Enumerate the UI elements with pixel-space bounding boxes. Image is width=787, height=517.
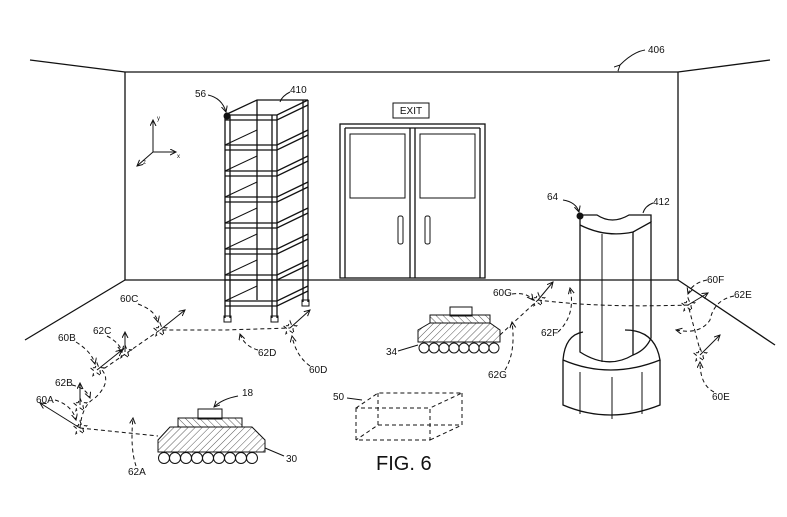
label-30: 30 — [286, 454, 298, 465]
label-412: 412 — [653, 197, 670, 208]
column-structure — [562, 212, 661, 419]
label-60F: 60F — [707, 275, 724, 286]
pose-marker — [88, 350, 122, 377]
wheel — [224, 452, 236, 464]
wheel — [158, 452, 170, 464]
label-56: 56 — [195, 89, 207, 100]
wheel — [246, 452, 258, 464]
label-50: 50 — [333, 392, 345, 403]
robot-34: 34 — [386, 306, 501, 358]
wheel — [428, 342, 440, 354]
wheel — [235, 452, 247, 464]
pose-marker — [679, 293, 708, 312]
label-60D: 60D — [309, 365, 327, 376]
wheel — [448, 342, 460, 354]
robot-18: 18 30 — [157, 388, 298, 465]
axis-z-label: z — [143, 160, 146, 166]
column-reference-point — [576, 212, 584, 220]
label-60G: 60G — [493, 288, 512, 299]
exit-door — [339, 123, 486, 279]
room — [24, 59, 776, 346]
axis-x-label: x — [177, 154, 180, 160]
rack-shelf — [224, 259, 309, 281]
wheel — [478, 342, 490, 354]
label-64: 64 — [547, 192, 559, 203]
wheel — [202, 452, 214, 464]
pose-marker — [40, 403, 89, 435]
label-62C: 62C — [93, 326, 111, 337]
pose-labels: 60A 62B 60B 62C 60C 62D 60D 62A 60G 62F … — [36, 275, 752, 478]
pose-marker — [151, 310, 185, 337]
rack-shelf — [224, 129, 309, 151]
label-34: 34 — [386, 347, 398, 358]
wheel — [438, 342, 450, 354]
label-62F: 62F — [541, 328, 558, 339]
pose-marker — [71, 383, 89, 412]
axis-y-label: y — [157, 116, 160, 122]
label-62B: 62B — [55, 378, 73, 389]
shelving-rack — [223, 99, 310, 323]
label-62G: 62G — [488, 370, 507, 381]
label-406: 406 — [648, 45, 665, 56]
wheel — [458, 342, 470, 354]
rack-reference-point — [223, 112, 231, 120]
label-60C: 60C — [120, 294, 138, 305]
wheel — [213, 452, 225, 464]
rack-shelf — [224, 285, 309, 307]
label-18: 18 — [242, 388, 254, 399]
label-60B: 60B — [58, 333, 76, 344]
rack-labels: 56 410 — [195, 85, 307, 112]
virtual-box: 50 — [333, 392, 463, 441]
label-62D: 62D — [258, 348, 276, 359]
figure-caption: FIG. 6 — [376, 453, 432, 475]
label-60A: 60A — [36, 395, 54, 406]
wheel — [418, 342, 430, 354]
rack-shelf — [224, 155, 309, 177]
robot-path — [40, 282, 720, 437]
wheel — [488, 342, 500, 354]
wheel — [191, 452, 203, 464]
label-60E: 60E — [712, 392, 730, 403]
pose-marker — [691, 335, 720, 362]
pose-marker — [116, 332, 134, 359]
exit-sign: EXIT — [392, 102, 430, 119]
label-62A: 62A — [128, 467, 146, 478]
coordinate-axes: y x z — [137, 116, 180, 166]
column-labels: 64 412 — [547, 192, 670, 214]
wheel — [169, 452, 181, 464]
wheel — [468, 342, 480, 354]
wheel — [180, 452, 192, 464]
rack-shelf — [224, 207, 309, 229]
label-410: 410 — [290, 85, 307, 96]
exit-sign-text: EXIT — [400, 106, 422, 117]
room-reference: 406 — [620, 45, 665, 65]
pose-marker — [281, 310, 310, 335]
label-62E: 62E — [734, 290, 752, 301]
pose-marker — [529, 282, 553, 307]
rack-shelf — [224, 233, 309, 255]
rack-shelf — [224, 181, 309, 203]
